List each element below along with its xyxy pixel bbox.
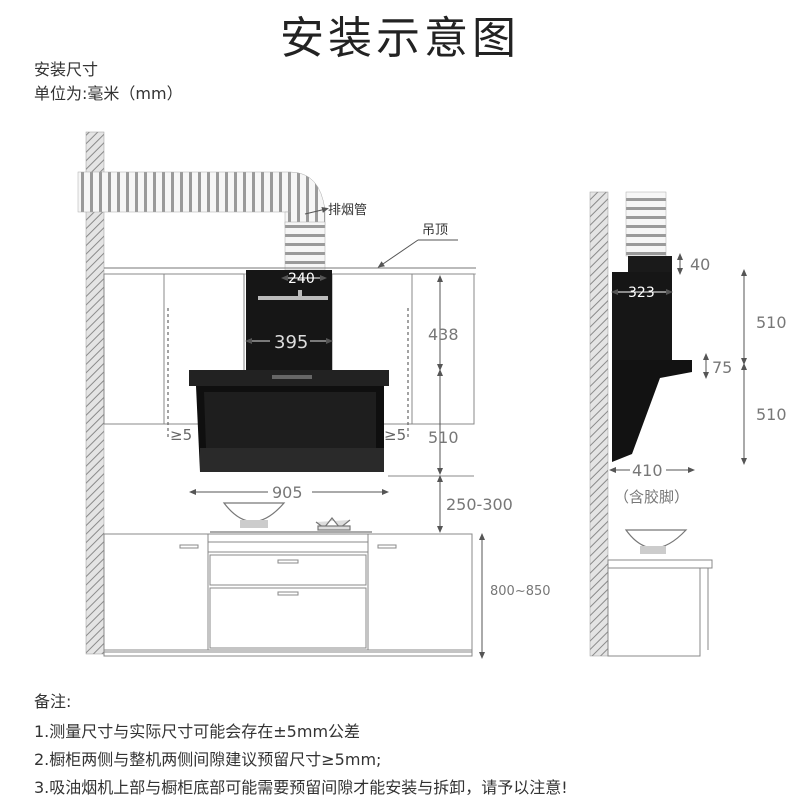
stove-distance-label: 250-300: [446, 495, 513, 514]
side-hood-body: [612, 360, 692, 462]
duct-label: 排烟管: [328, 203, 367, 218]
wok: [222, 502, 286, 528]
gap-left-label: ≥5: [170, 426, 192, 444]
note-item-1: 1.测量尺寸与实际尺寸可能会存在±5mm公差: [34, 722, 361, 741]
gas-burner: [315, 517, 351, 531]
side-depth-note: （含胶脚）: [614, 488, 689, 506]
page-title: 安装示意图: [280, 13, 520, 64]
hood-cover: [246, 270, 332, 370]
side-top-gap-label: 40: [690, 255, 710, 274]
cabinet-height-label: 800~850: [490, 584, 551, 599]
install-size-label: 安装尺寸: [34, 60, 99, 79]
ceiling-label: 吊顶: [422, 223, 448, 238]
upper-cabinet-left: [103, 273, 245, 425]
hood-height-label: 510: [428, 428, 459, 447]
side-duct: [625, 191, 667, 257]
panel-height-label: 438: [428, 325, 459, 344]
side-depth-label: 410: [632, 461, 663, 480]
notes-heading: 备注:: [34, 692, 72, 711]
unit-label: 单位为:毫米（mm）: [34, 84, 183, 103]
top-width-label: 240: [288, 271, 315, 287]
body-width-label: 395: [274, 332, 308, 353]
total-width-label: 905: [272, 483, 303, 502]
range-hood: [189, 370, 389, 472]
side-hood-cover: [612, 272, 672, 362]
lower-cabinet: [103, 533, 473, 657]
gap-right-label: ≥5: [384, 426, 406, 444]
side-step-label: 75: [712, 358, 732, 377]
exhaust-duct: [77, 171, 326, 271]
note-item-2: 2.橱柜两侧与整机两侧间隙建议预留尺寸≥5mm;: [34, 750, 382, 769]
side-wall: [589, 191, 609, 657]
side-wok: [624, 529, 688, 554]
note-item-3: 3.吸油烟机上部与橱柜底部可能需要预留间隙才能安装与拆卸，请予以注意!: [34, 778, 568, 797]
side-upper-label: 510: [756, 313, 787, 332]
side-lower-label: 510: [756, 405, 787, 424]
side-cabinet: [607, 559, 713, 657]
side-depth-top-label: 323: [628, 285, 655, 301]
